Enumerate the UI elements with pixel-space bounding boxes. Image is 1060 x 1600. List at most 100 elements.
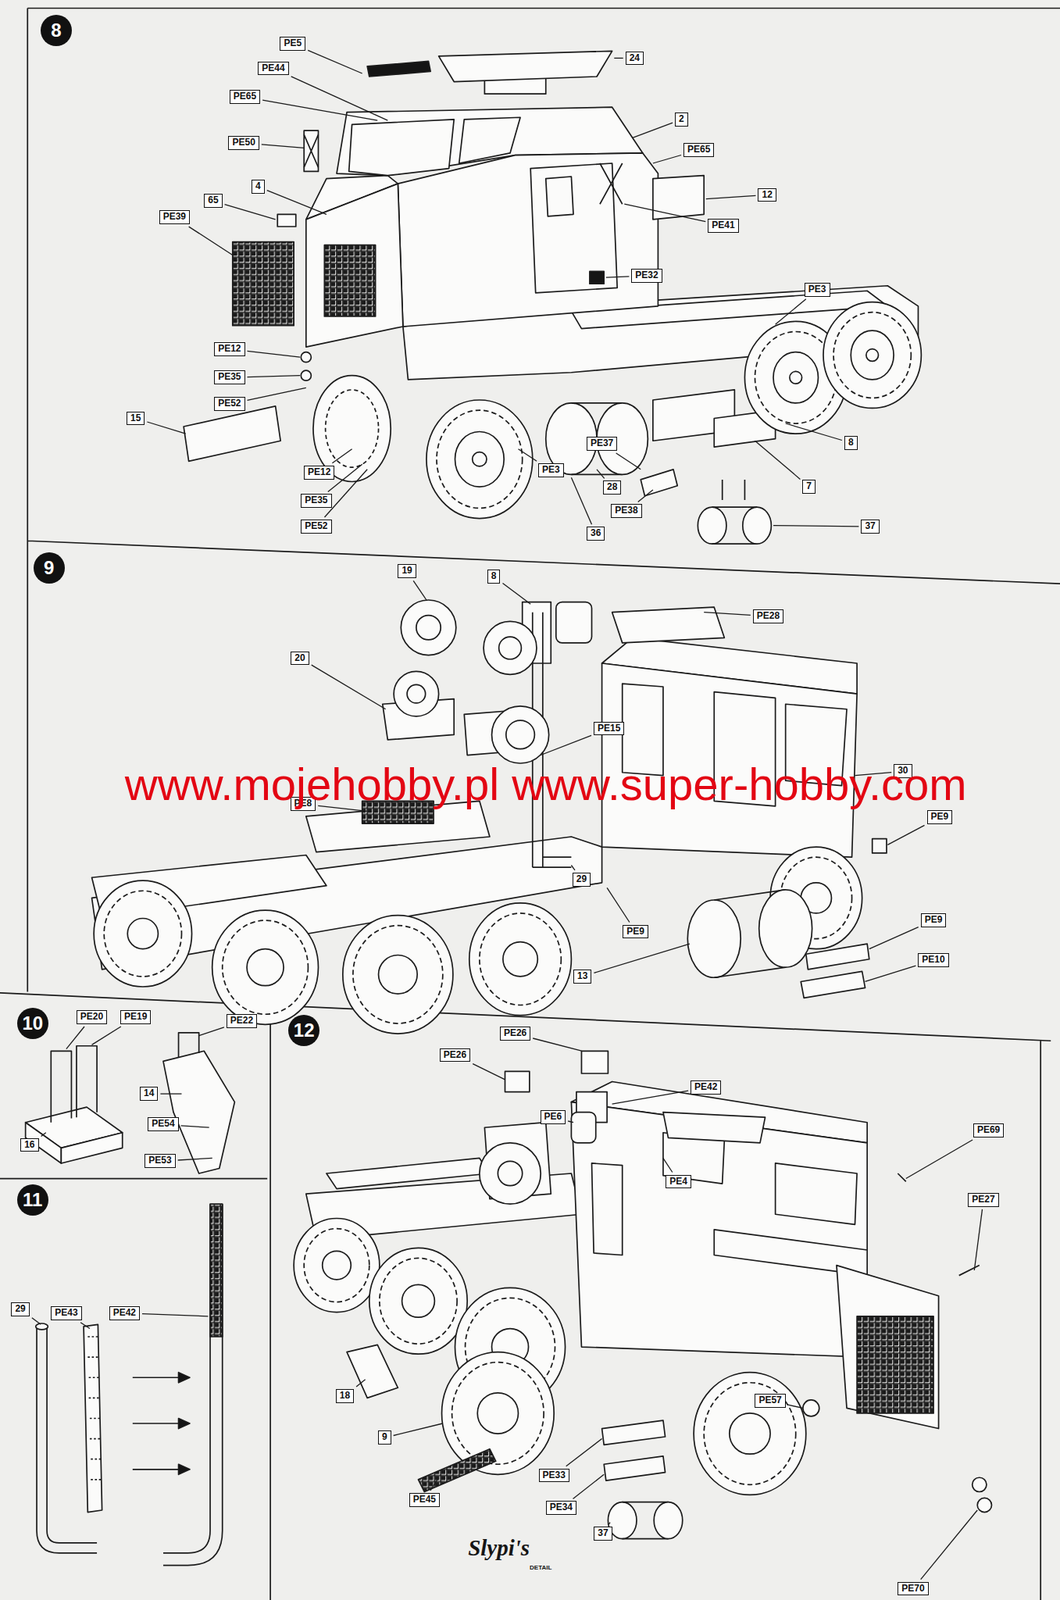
truck-step-12	[603, 1456, 665, 1481]
truck-step-8	[697, 506, 771, 544]
truck-step-12	[703, 1382, 796, 1485]
truck-step-9	[378, 955, 418, 995]
truck-step-9	[103, 890, 182, 977]
truck-step-8	[367, 60, 431, 77]
leader-line	[773, 525, 859, 527]
callout-number: 65	[207, 194, 218, 206]
leader-line	[261, 144, 304, 149]
leader-line	[532, 1038, 582, 1051]
leader-line	[571, 477, 592, 525]
truck-step-8	[183, 406, 281, 462]
leader-line	[413, 580, 427, 600]
callout-number: PE43	[54, 1306, 78, 1318]
leader-line	[540, 735, 592, 755]
leader-line	[865, 965, 917, 982]
callout-number: PE32	[635, 269, 658, 281]
truck-step-9	[212, 910, 319, 1025]
callout-number: PE35	[304, 494, 328, 506]
callout-box: PE35	[300, 493, 332, 508]
callout-box: 12	[757, 188, 776, 203]
leader-line	[41, 1132, 47, 1137]
parts-step-10	[178, 1032, 200, 1057]
callout-box: PE35	[214, 370, 245, 385]
callout-number: 12	[761, 189, 772, 200]
callout-box: PE42	[109, 1306, 140, 1321]
callout-number: PE45	[413, 1493, 436, 1505]
truck-step-12	[322, 1250, 352, 1280]
truck-step-9	[127, 918, 158, 950]
callout-number: PE50	[231, 136, 255, 148]
callout-number: PE41	[711, 219, 735, 231]
callout-box: PE22	[226, 1013, 257, 1028]
callout-box: 24	[625, 51, 644, 66]
truck-step-12	[775, 1163, 857, 1225]
leader-line	[567, 1120, 574, 1123]
truck-step-9	[400, 599, 457, 656]
truck-step-12	[592, 1163, 623, 1256]
truck-step-12	[836, 1265, 939, 1429]
truck-step-8	[697, 506, 727, 544]
callout-box: 15	[126, 411, 145, 426]
leader-line	[189, 226, 233, 255]
parts-step-10	[60, 1132, 122, 1164]
step-number: 8	[40, 14, 72, 47]
parts-step-11	[132, 1377, 179, 1470]
callout-number: 37	[864, 520, 875, 532]
callout-number: 18	[339, 1389, 350, 1401]
truck-step-9	[222, 920, 309, 1014]
callout-number: PE5	[283, 37, 302, 49]
leader-line	[609, 1522, 611, 1525]
callout-number: PE42	[113, 1306, 136, 1318]
truck-step-9	[400, 599, 457, 656]
truck-step-9	[483, 621, 537, 675]
truck-step-12	[972, 1477, 987, 1492]
leader-line	[571, 865, 575, 871]
leader-line	[146, 421, 186, 434]
leader-line	[593, 943, 690, 973]
leader-line	[199, 1027, 225, 1036]
callout-number: PE42	[694, 1081, 718, 1093]
truck-step-12	[977, 1497, 992, 1512]
leader-line	[788, 1404, 804, 1408]
callout-number: 9	[381, 1431, 388, 1442]
callout-box: PE20	[76, 1010, 108, 1025]
step-label: 8	[50, 19, 61, 42]
leader-line	[247, 375, 301, 378]
step-number: 12	[288, 1014, 320, 1046]
truck-step-8	[653, 175, 704, 220]
callout-number: 14	[143, 1087, 154, 1099]
callout-number: PE9	[931, 810, 950, 822]
truck-step-8	[303, 134, 318, 168]
parts-step-11	[83, 1324, 103, 1512]
callout-box: PE53	[144, 1153, 175, 1168]
truck-step-12	[602, 1420, 666, 1445]
panel-frames	[0, 7, 1060, 1599]
truck-step-9	[469, 902, 572, 1016]
callout-number: 29	[14, 1302, 25, 1314]
callout-number: PE10	[921, 953, 945, 965]
callout-number: PE27	[971, 1193, 995, 1205]
leader-line	[566, 1438, 603, 1467]
truck-step-9	[406, 684, 426, 704]
truck-step-9	[479, 913, 561, 1006]
callout-box: PE27	[967, 1192, 999, 1207]
truck-step-12	[452, 1362, 545, 1465]
truck-step-12	[369, 1247, 468, 1354]
callout-number: 20	[294, 652, 305, 664]
callout-box: 29	[10, 1302, 29, 1317]
callout-number: PE57	[758, 1394, 782, 1406]
truck-step-8	[183, 50, 921, 544]
callout-box: 4	[251, 179, 265, 194]
callout-box: PE52	[300, 519, 332, 534]
truck-step-12	[729, 1413, 771, 1454]
truck-step-8	[722, 479, 746, 500]
truck-step-8	[277, 214, 297, 227]
leader-line	[632, 122, 673, 138]
leader-line	[311, 664, 386, 710]
panel-frames	[0, 7, 1060, 1599]
truck-step-9	[93, 880, 192, 987]
leader-line	[663, 1157, 673, 1172]
truck-step-8	[472, 452, 487, 467]
callout-box: 20	[290, 651, 309, 666]
truck-step-9	[499, 636, 522, 660]
